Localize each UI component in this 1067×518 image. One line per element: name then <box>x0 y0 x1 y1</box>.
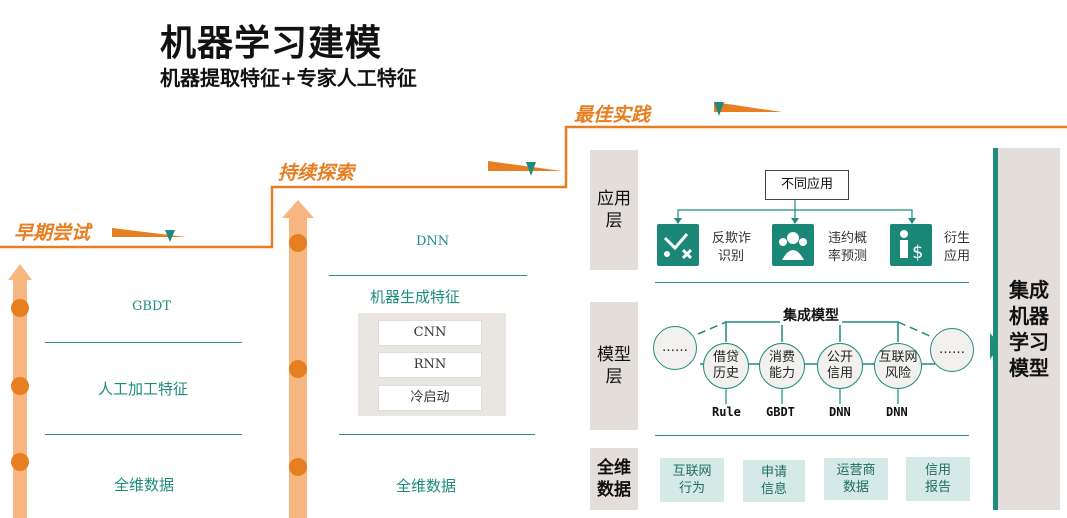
arrow-2-dot-1 <box>289 234 307 252</box>
app-center-box: 不同应用 <box>765 170 849 200</box>
app-label-derivative-line1: 衍生 <box>944 231 971 246</box>
data-item-2-line2: 信息 <box>760 482 787 497</box>
model-type-dnn-1: DNN <box>829 405 851 419</box>
app-label-anti-fraud: 反欺诈 识别 <box>712 230 751 266</box>
page-subtitle: 机器提取特征+专家人工特征 <box>160 66 417 90</box>
app-layer-label-text: 应用层 <box>597 189 631 231</box>
data-item-3-line1: 运营商 <box>836 463 876 478</box>
stage3-wedge <box>714 102 782 112</box>
data-item-application-info: 申请 信息 <box>743 460 805 502</box>
model-node-consumption-line2: 能力 <box>768 366 795 381</box>
data-item-credit-report: 信用 报告 <box>906 457 970 501</box>
arrow-1-dot-2 <box>11 377 29 395</box>
data-item-4-line2: 报告 <box>924 480 951 495</box>
data-item-internet-behavior: 互联网 行为 <box>660 458 724 502</box>
model-ellipsis-left: …… <box>653 326 697 370</box>
model-node-consumption: 消费 能力 <box>759 343 805 389</box>
model-type-gbdt: GBDT <box>766 405 795 419</box>
model-node-internet-line2: 风险 <box>884 366 911 381</box>
col1-divider-1 <box>45 342 242 343</box>
col2-item-rnn: RNN <box>378 352 482 378</box>
staircase-line <box>0 125 1067 249</box>
model-node-loan-line2: 历史 <box>712 366 739 381</box>
col2-bottom-text: 全维数据 <box>396 477 457 495</box>
svg-text:$: $ <box>912 242 923 263</box>
app-layer-label: 应用层 <box>590 150 638 270</box>
col2-heading: 机器生成特征 <box>370 288 461 306</box>
col2-item-cold-start: 冷启动 <box>378 385 482 411</box>
arrow-2-dot-3 <box>289 458 307 476</box>
model-node-loan-history: 借贷 历史 <box>703 343 749 389</box>
col2-divider-2 <box>339 434 535 435</box>
app-label-anti-fraud-line2: 识别 <box>718 249 745 264</box>
stage-label-1: 早期尝试 <box>14 222 91 244</box>
arrow-2-dot-2 <box>289 360 307 378</box>
model-node-credit-line2: 信用 <box>826 366 853 381</box>
app-label-default-line2: 率预测 <box>828 249 868 264</box>
col2-item-cnn: CNN <box>378 320 482 346</box>
final-model-accent-bar <box>993 148 998 510</box>
stage-label-2: 持续探索 <box>278 162 355 184</box>
col1-middle-text: 人工加工特征 <box>98 380 189 398</box>
model-ellipsis-right: …… <box>930 328 974 372</box>
model-node-credit-line1: 公开 <box>826 350 853 365</box>
col2-divider-1 <box>329 275 527 276</box>
data-item-carrier-data: 运营商 数据 <box>824 458 888 500</box>
arrow-1-dot-3 <box>11 453 29 471</box>
model-node-internet-risk: 互联网 风险 <box>874 343 922 389</box>
data-item-3-line2: 数据 <box>842 480 869 495</box>
app-label-derivative: 衍生 应用 <box>944 230 970 266</box>
model-layer-label-text: 模型层 <box>597 345 631 387</box>
page-title: 机器学习建模 <box>160 23 383 64</box>
stage2-wedge <box>488 161 562 171</box>
arrow-2 <box>282 200 314 518</box>
data-layer-label: 全维数据 <box>590 448 638 510</box>
data-layer-label-text: 全维数据 <box>597 458 631 500</box>
col1-divider-2 <box>45 434 242 435</box>
col3-divider-1 <box>655 282 969 283</box>
model-node-internet-line1: 互联网 <box>878 350 918 365</box>
model-connector <box>725 321 899 342</box>
data-item-1-line2: 行为 <box>678 481 705 496</box>
col3-divider-2 <box>655 435 969 436</box>
model-node-public-credit: 公开 信用 <box>817 343 863 389</box>
arrow-1-dot-1 <box>11 299 29 317</box>
col1-top-text: GBDT <box>132 299 172 314</box>
stage1-wedge <box>112 228 186 237</box>
app-label-anti-fraud-line1: 反欺诈 <box>712 231 752 246</box>
col1-bottom-text: 全维数据 <box>114 476 175 494</box>
model-node-loan-line1: 借贷 <box>712 350 739 365</box>
model-center-label: 集成模型 <box>780 305 842 325</box>
default-prediction-icon <box>772 224 814 266</box>
stage3-marker <box>714 102 724 116</box>
data-item-2-line1: 申请 <box>760 465 787 480</box>
col2-top-text: DNN <box>416 234 450 249</box>
derivative-app-icon: $ <box>890 224 932 266</box>
final-model-box: 集成机器学习模型 <box>998 148 1060 510</box>
app-label-default-prediction: 违约概 率预测 <box>828 230 867 266</box>
model-layer-label: 模型层 <box>590 302 638 430</box>
data-item-1-line1: 互联网 <box>672 464 712 479</box>
stage2-marker <box>526 162 536 176</box>
stage-label-3: 最佳实践 <box>574 104 651 126</box>
app-label-default-line1: 违约概 <box>828 231 868 246</box>
anti-fraud-icon <box>657 224 699 266</box>
final-model-text: 集成机器学习模型 <box>1009 278 1049 380</box>
data-item-4-line1: 信用 <box>924 463 951 478</box>
model-node-consumption-line1: 消费 <box>768 350 795 365</box>
app-label-derivative-line2: 应用 <box>944 249 971 264</box>
model-type-dnn-2: DNN <box>886 405 908 419</box>
stage1-marker <box>165 230 175 242</box>
model-type-rule: Rule <box>712 405 741 419</box>
